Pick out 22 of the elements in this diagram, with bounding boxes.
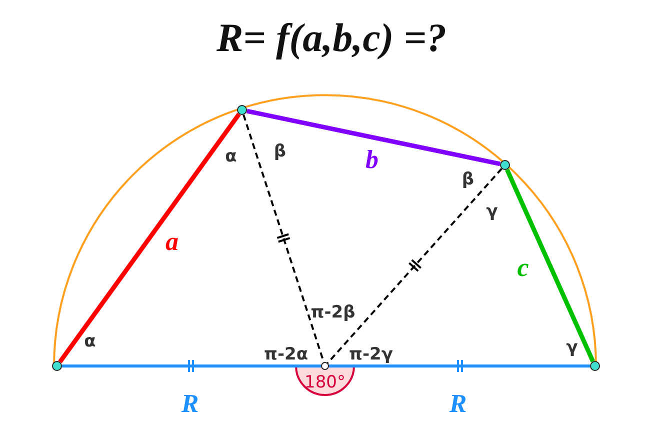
point: [321, 362, 329, 370]
line-segment: [329, 364, 590, 368]
angle-label: β: [274, 144, 286, 160]
angle-label: α: [84, 334, 96, 350]
angle-label: α: [225, 148, 237, 166]
line-segment: [58, 112, 241, 364]
angle-label: γ: [486, 204, 498, 220]
dashed-line: [326, 168, 502, 364]
point: [237, 105, 247, 115]
angle-label: γ: [566, 340, 578, 356]
angle-label: β: [462, 172, 474, 188]
angle-label: π-2α: [264, 346, 308, 364]
angle-label: π-2γ: [349, 346, 393, 364]
point: [500, 160, 510, 170]
angle-value: 180°: [304, 374, 346, 392]
line-segment: [62, 364, 321, 368]
point: [590, 361, 600, 371]
line-segment: [505, 168, 595, 362]
point: [52, 361, 62, 371]
formula-title: R= f(a,b,c) =?: [216, 14, 446, 61]
angle-label: π-2β: [310, 304, 356, 322]
line-segment: [246, 108, 501, 166]
